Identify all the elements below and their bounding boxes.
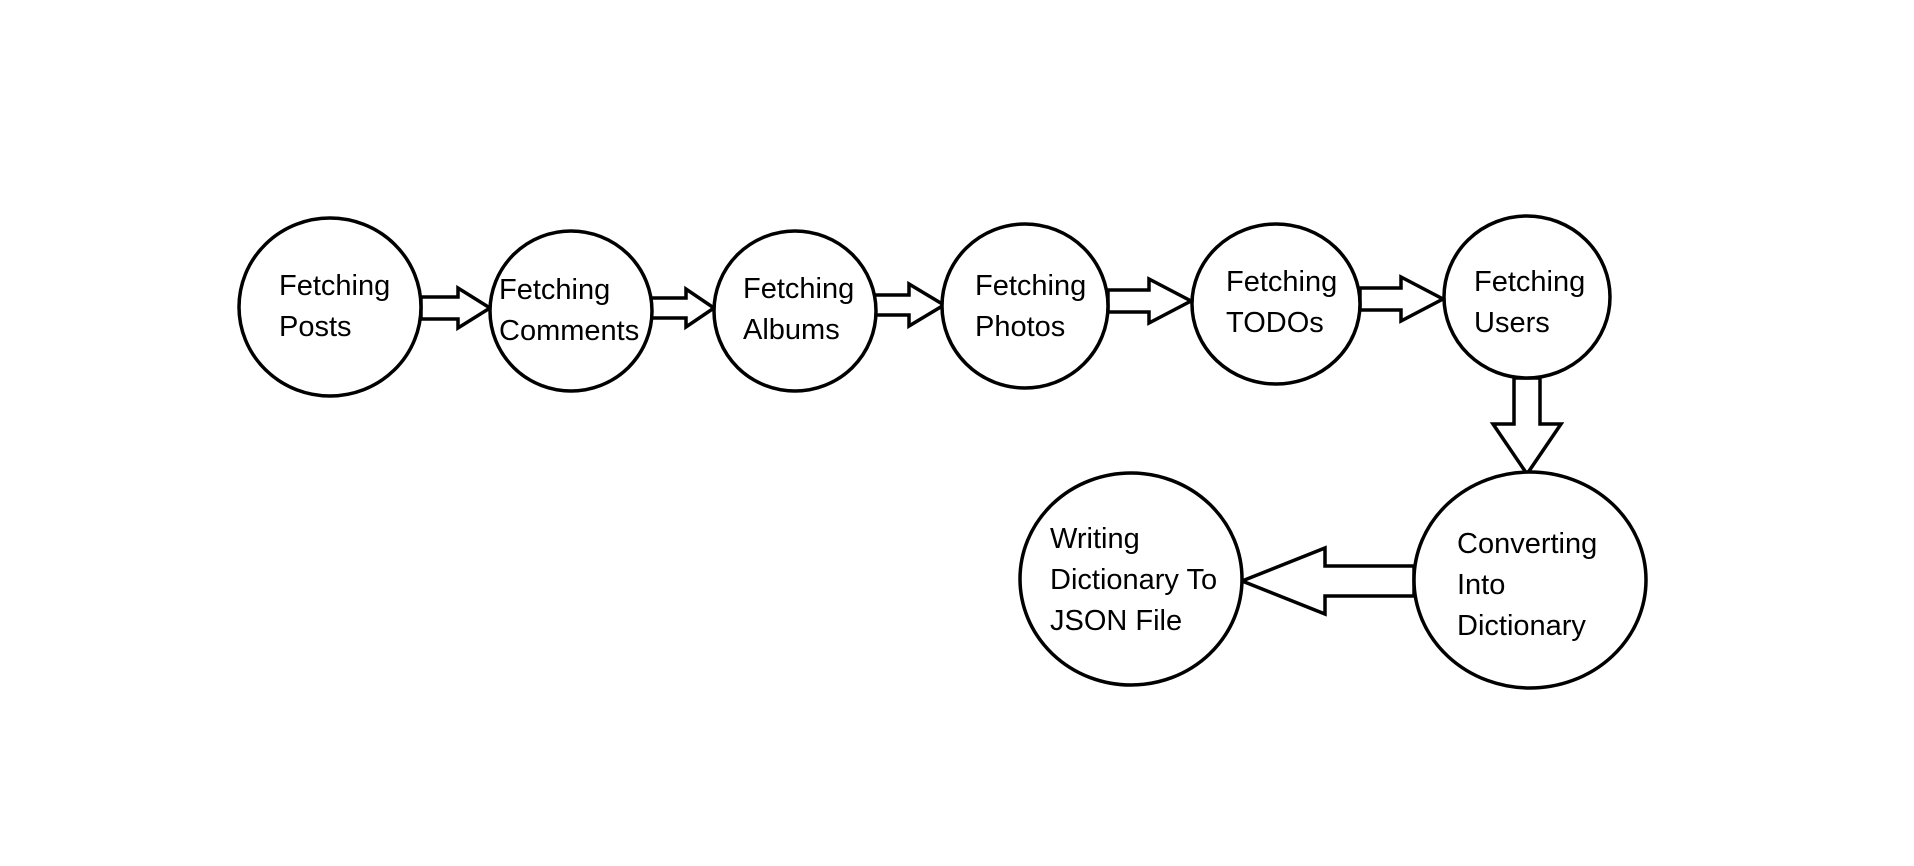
node-label-line: Writing	[1050, 523, 1140, 555]
node-label-line: Comments	[499, 315, 639, 347]
node-label-line: Into	[1457, 569, 1505, 601]
svg-text:Fetching Albums: Fetching Albums	[743, 273, 862, 346]
node-label-line: Fetching	[1226, 266, 1337, 298]
node-label-line: Photos	[975, 311, 1065, 343]
svg-text:Writing Dictionary To: Writing Dictionary To JSON File	[1050, 523, 1225, 637]
node-label-line: Fetching	[975, 270, 1086, 302]
node-label-line: Converting	[1457, 528, 1597, 560]
svg-text:Fetching Photos: Fetching Photos	[975, 270, 1094, 343]
node-label-line: Albums	[743, 314, 840, 346]
arrow-convert-to-write	[1237, 545, 1416, 617]
node-circle	[1442, 214, 1612, 380]
node-label-line: Fetching	[743, 273, 854, 305]
node-circle	[940, 222, 1110, 390]
node-circle	[237, 216, 423, 398]
node-fetching-photos: Fetching Photos	[940, 222, 1110, 390]
arrow-users-to-convert	[1489, 376, 1565, 478]
node-label-line: JSON File	[1050, 605, 1182, 637]
node-fetching-users: Fetching Users	[1442, 214, 1612, 380]
arrow-posts-to-comments	[419, 284, 494, 332]
node-label-line: Posts	[279, 311, 352, 343]
node-fetching-comments: Fetching Comments	[488, 229, 654, 393]
node-label-line: TODOs	[1226, 307, 1324, 339]
node-circle	[1018, 471, 1244, 687]
svg-text:Fetching Posts: Fetching Posts	[279, 270, 398, 343]
node-circle	[712, 229, 878, 393]
svg-text:Fetching Users: Fetching Users	[1474, 266, 1593, 339]
node-writing-dictionary-to-json-file: Writing Dictionary To JSON File	[1018, 471, 1244, 687]
arrow-comments-to-albums	[649, 285, 718, 331]
node-label-line: Users	[1474, 307, 1550, 339]
node-label-line: Fetching	[1474, 266, 1585, 298]
node-converting-into-dictionary: Converting Into Dictionary	[1412, 470, 1648, 690]
arrow-albums-to-photos	[872, 280, 948, 330]
svg-text:Fetching Comments: Fetching Comments	[499, 274, 639, 347]
node-circle	[488, 229, 654, 393]
node-fetching-albums: Fetching Albums	[712, 229, 878, 393]
svg-text:Converting Into Di: Converting Into Dictionary	[1457, 528, 1605, 642]
node-fetching-todos: Fetching TODOs	[1190, 222, 1362, 386]
node-circle	[1412, 470, 1648, 690]
edges	[419, 274, 1565, 617]
svg-text:Fetching TODOs: Fetching TODOs	[1226, 266, 1345, 339]
node-label-line: Dictionary To	[1050, 564, 1217, 596]
node-label-line: Fetching	[499, 274, 610, 306]
arrow-todos-to-users	[1358, 274, 1447, 324]
node-label-line: Fetching	[279, 270, 390, 302]
node-fetching-posts: Fetching Posts	[237, 216, 423, 398]
node-label-line: Dictionary	[1457, 610, 1586, 642]
node-circle	[1190, 222, 1362, 386]
arrow-photos-to-todos	[1106, 276, 1195, 326]
